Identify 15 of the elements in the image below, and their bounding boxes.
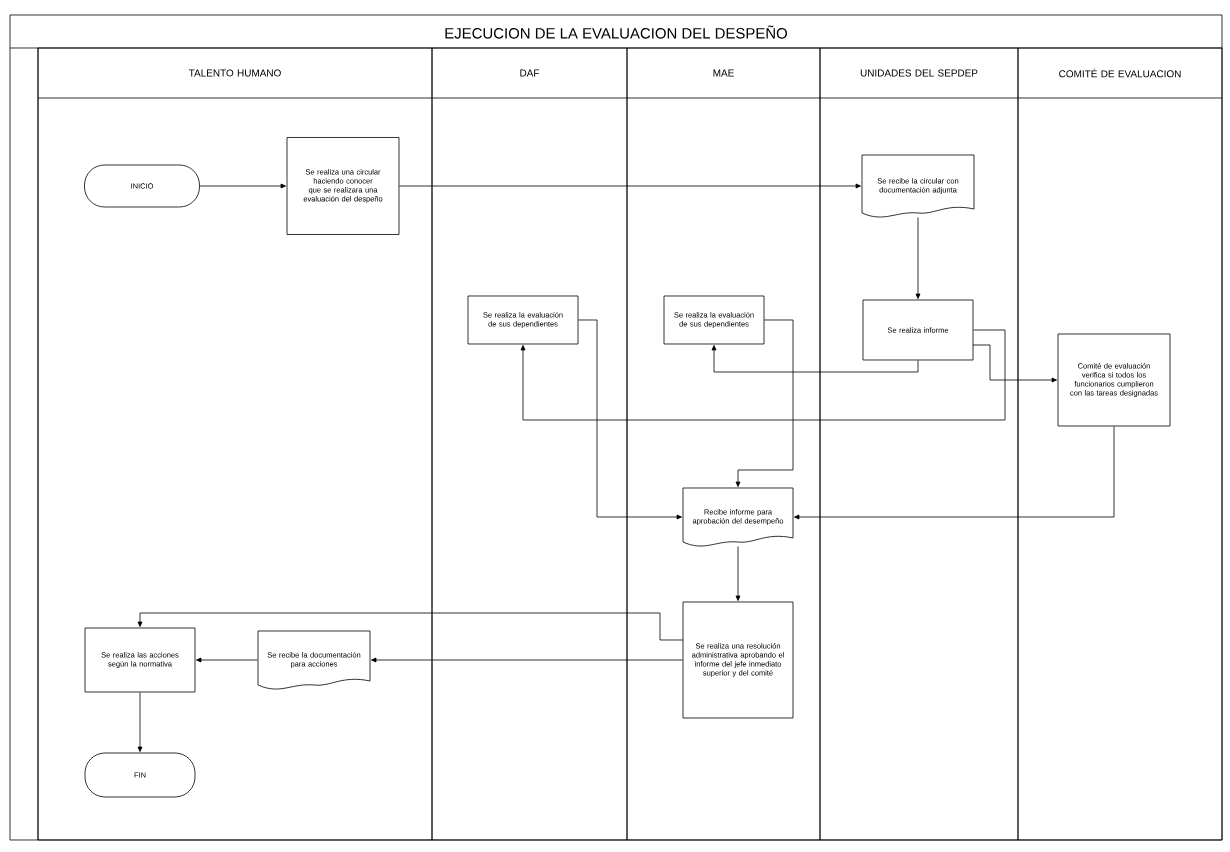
- arrow: [399, 183, 861, 189]
- arrow: [578, 319, 682, 520]
- arrow: [711, 345, 919, 373]
- arrow: [371, 657, 683, 663]
- arrow: [199, 183, 286, 189]
- arrow: [520, 329, 1006, 421]
- arrow: [915, 217, 921, 299]
- arrow: [735, 319, 794, 487]
- diagram-title: EJECUCION DE LA EVALUACION DEL DESPEÑO: [445, 25, 787, 39]
- arrow: [196, 657, 258, 663]
- arrow: [137, 612, 684, 641]
- arrow: [794, 426, 1115, 520]
- arrow: [137, 692, 143, 752]
- arrow: [735, 546, 741, 601]
- arrow: [972, 344, 1057, 383]
